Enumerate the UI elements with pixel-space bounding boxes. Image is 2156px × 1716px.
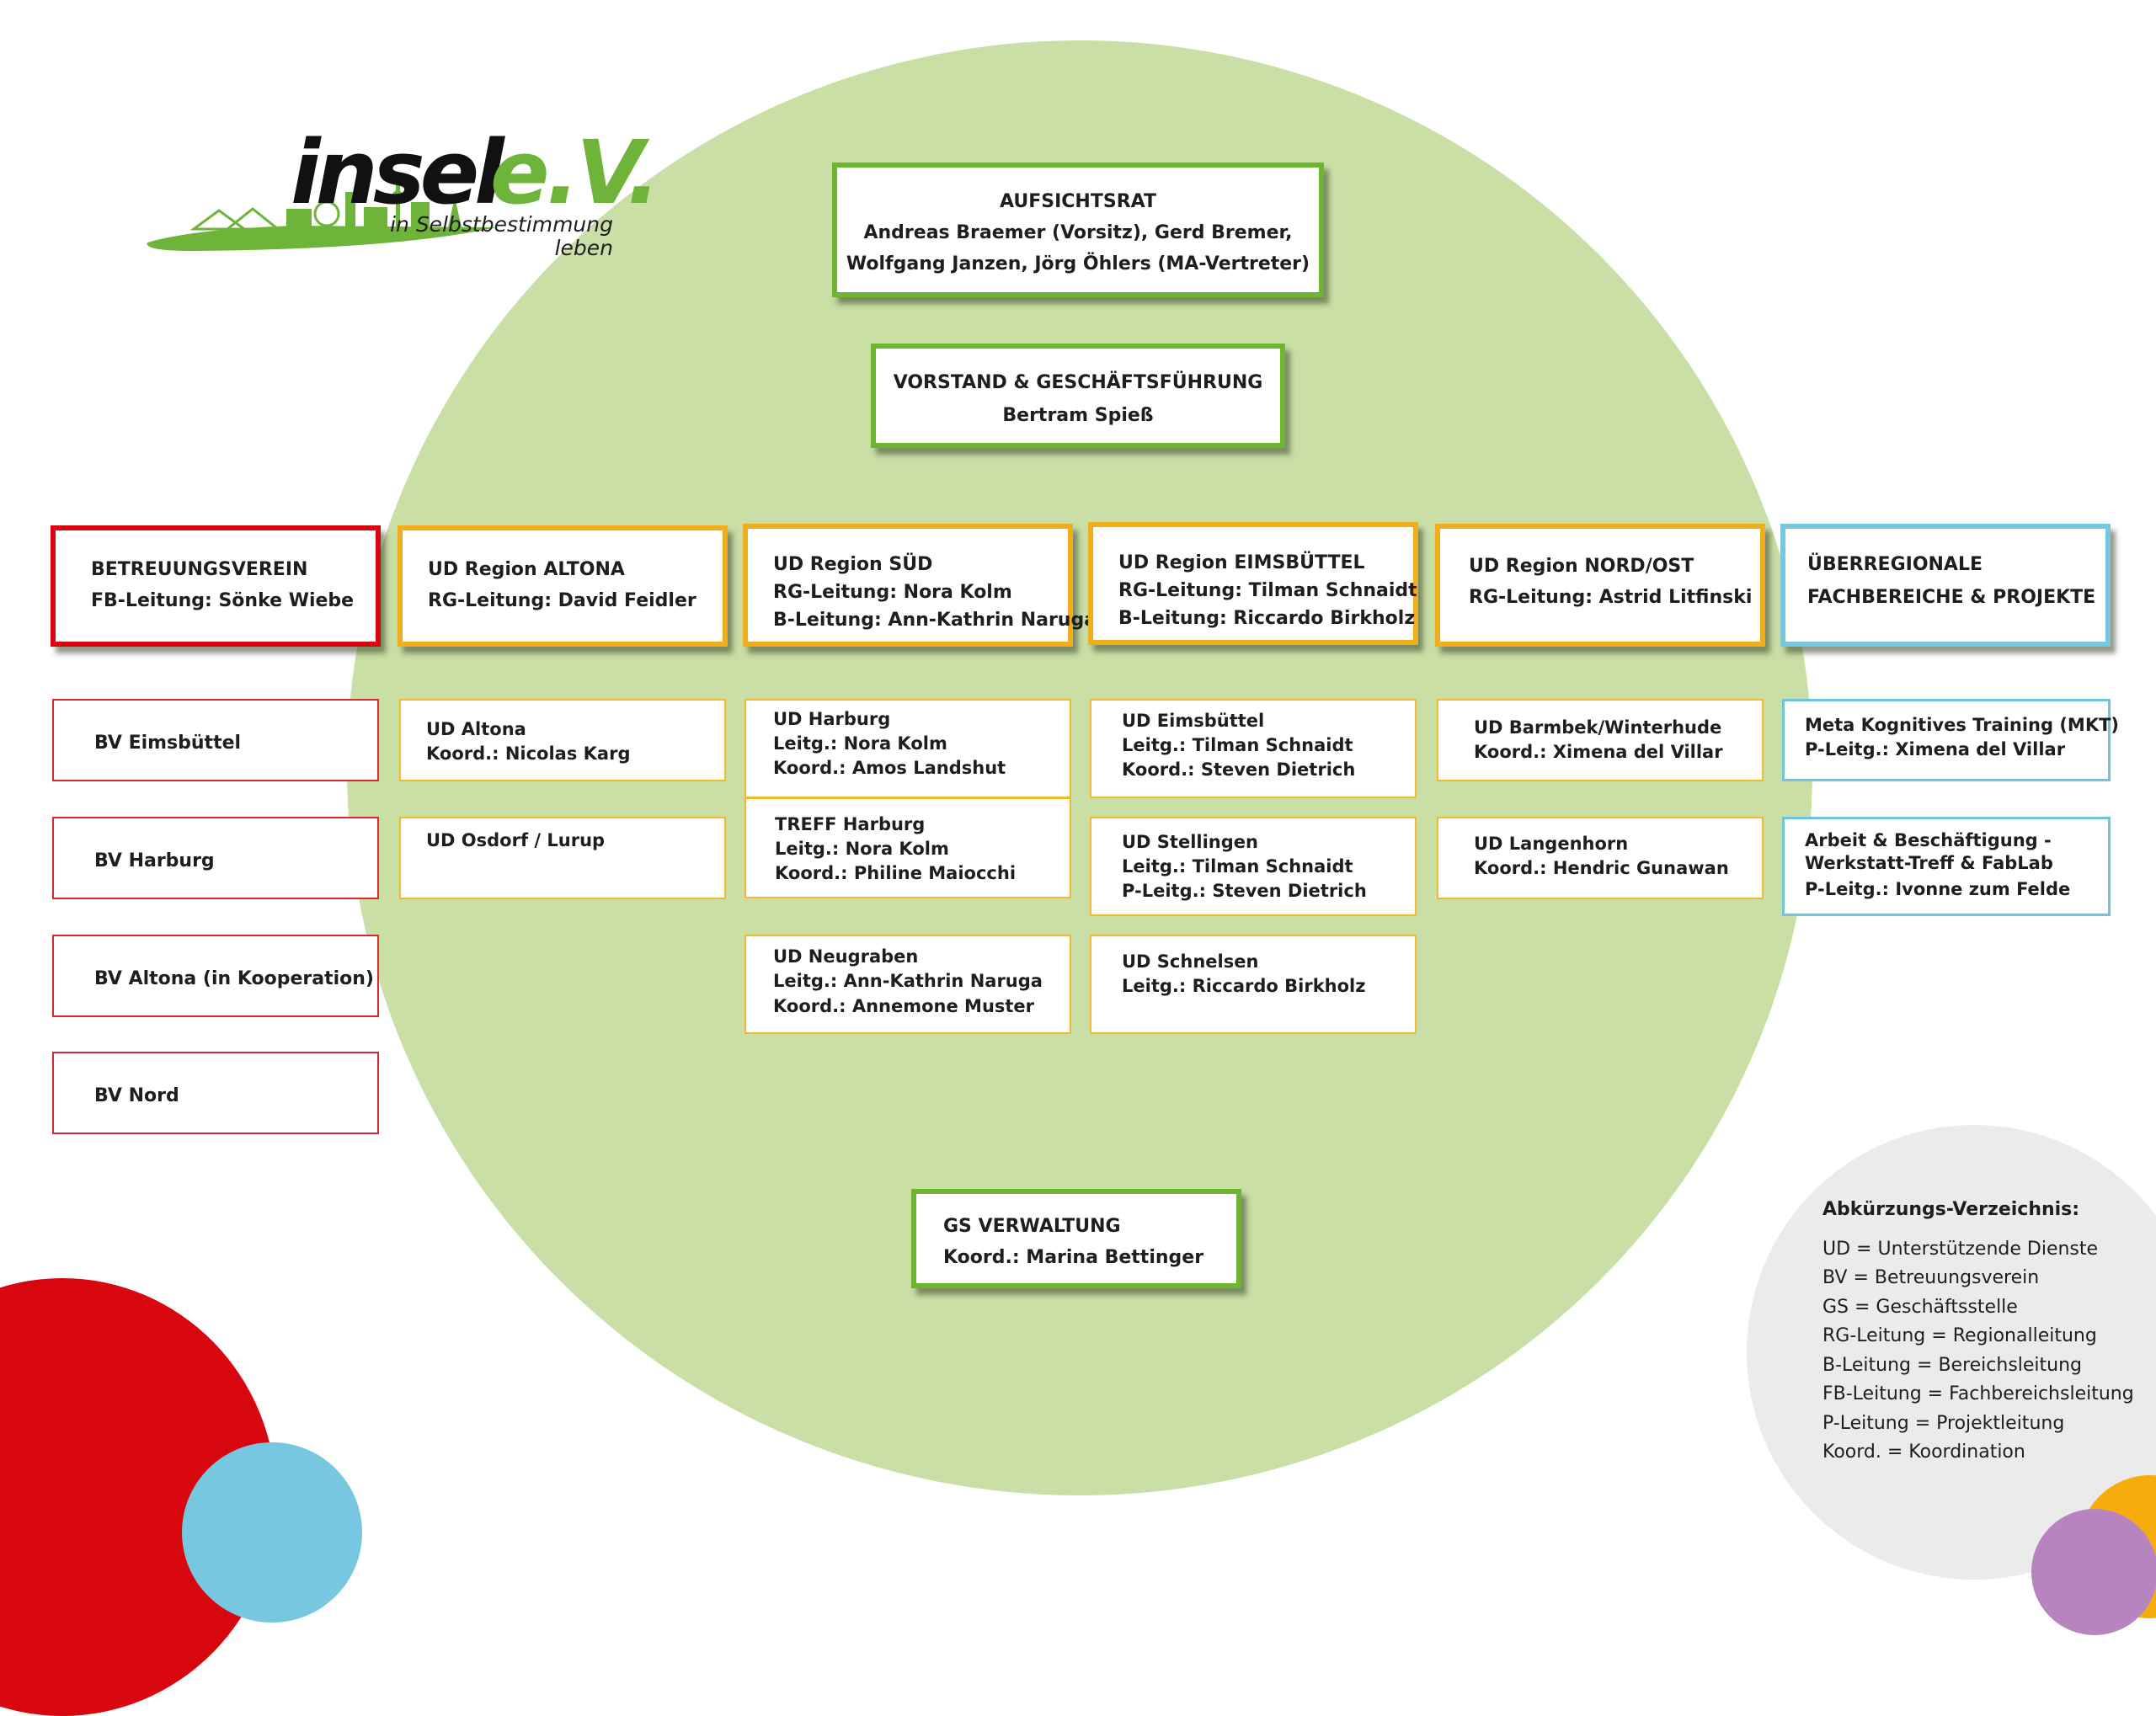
abbreviation-legend: Abkürzungs-Verzeichnis: UD = Unterstütze…: [1822, 1196, 2134, 1468]
column-header-nord-ost: UD Region NORD/OST RG-Leitung: Astrid Li…: [1435, 524, 1765, 647]
unit-coord: Koord.: Philine Maiocchi: [775, 862, 1017, 883]
unit-ud-neugraben: UD Neugraben Leitg.: Ann-Kathrin Naruga …: [744, 935, 1071, 1034]
unit-ud-altona: UD Altona Koord.: Nicolas Karg: [399, 699, 726, 781]
unit-lead: P-Leitg.: Ivonne zum Felde: [1805, 878, 2071, 899]
unit-title: Meta Kognitives Training (MKT): [1805, 715, 2120, 735]
legend-entry: FB-Leitung = Fachbereichsleitung: [1822, 1383, 2134, 1404]
legend-entry: UD = Unterstützende Dienste: [1822, 1238, 2099, 1260]
decor-purple-circle: [2031, 1509, 2156, 1635]
legend-entry: RG-Leitung = Regionalleitung: [1822, 1325, 2097, 1346]
unit-coord: Koord.: Amos Landshut: [773, 757, 1006, 778]
unit-bv-nord: BV Nord: [52, 1052, 379, 1134]
gs-coord: Koord.: Marina Bettinger: [943, 1247, 1204, 1268]
unit-ud-osdorf-lurup: UD Osdorf / Lurup: [399, 817, 726, 899]
vorstand-box: VORSTAND & GESCHÄFTSFÜHRUNG Bertram Spie…: [871, 344, 1285, 448]
unit-title: BV Harburg: [94, 850, 215, 871]
unit-title: UD Barmbek/Winterhude: [1474, 717, 1722, 738]
unit-lead: Leitg.: Nora Kolm: [773, 733, 947, 754]
unit-title: BV Altona (in Kooperation): [94, 968, 374, 989]
gs-title: GS VERWALTUNG: [943, 1216, 1121, 1237]
header-lead: RG-Leitung: Tilman Schnaidt: [1118, 580, 1417, 601]
aufsichtsrat-members: Andreas Braemer (Vorsitz), Gerd Bremer,: [863, 222, 1293, 243]
legend-entry: B-Leitung = Bereichsleitung: [1822, 1354, 2083, 1376]
legend-title: Abkürzungs-Verzeichnis:: [1822, 1199, 2080, 1220]
header-title: BETREUUNGSVEREIN: [91, 559, 308, 580]
unit-title: UD Eimsbüttel: [1122, 711, 1265, 731]
unit-coord: Koord.: Steven Dietrich: [1122, 759, 1356, 780]
unit-title: UD Neugraben: [773, 946, 919, 967]
unit-title: UD Altona: [426, 719, 526, 739]
unit-title: UD Langenhorn: [1474, 834, 1629, 854]
column-header-ueberregional: ÜBERREGIONALE FACHBEREICHE & PROJEKTE: [1780, 524, 2111, 647]
unit-ud-schnelsen: UD Schnelsen Leitg.: Riccardo Birkholz: [1090, 935, 1417, 1034]
unit-coord: Koord.: Annemone Muster: [773, 995, 1035, 1016]
column-header-altona: UD Region ALTONA RG-Leitung: David Feidl…: [398, 525, 728, 647]
unit-bv-harburg: BV Harburg: [52, 817, 379, 899]
unit-bv-eimsbuettel: BV Eimsbüttel: [52, 699, 379, 781]
unit-lead: Leitg.: Riccardo Birkholz: [1122, 976, 1366, 997]
unit-lead: Leitg.: Tilman Schnaidt: [1122, 855, 1353, 877]
unit-lead: Leitg.: Ann-Kathrin Naruga: [773, 971, 1043, 992]
column-header-betreuungsverein: BETREUUNGSVEREIN FB-Leitung: Sönke Wiebe: [51, 525, 381, 647]
header-lead: RG-Leitung: David Feidler: [428, 590, 696, 611]
header-lead: RG-Leitung: Nora Kolm: [773, 582, 1012, 603]
legend-entry: P-Leitung = Projektleitung: [1822, 1412, 2065, 1434]
gs-verwaltung-box: GS VERWALTUNG Koord.: Marina Bettinger: [911, 1189, 1241, 1288]
aufsichtsrat-title: AUFSICHTSRAT: [1000, 191, 1156, 212]
header-lead: RG-Leitung: Astrid Litfinski: [1469, 587, 1753, 608]
header-lead-2: B-Leitung: Ann-Kathrin Naruga: [773, 610, 1097, 631]
unit-coord: Koord.: Hendric Gunawan: [1474, 858, 1729, 879]
unit-ud-harburg: UD Harburg Leitg.: Nora Kolm Koord.: Amo…: [744, 699, 1071, 798]
unit-coord: P-Leitg.: Steven Dietrich: [1122, 880, 1367, 901]
decor-blue-circle: [182, 1442, 362, 1623]
unit-mkt: Meta Kognitives Training (MKT) P-Leitg.:…: [1782, 699, 2120, 781]
unit-coord: Koord.: Ximena del Villar: [1474, 742, 1723, 763]
unit-title: TREFF Harburg: [775, 814, 926, 834]
unit-title: BV Eimsbüttel: [94, 733, 242, 754]
unit-treff-harburg: TREFF Harburg Leitg.: Nora Kolm Koord.: …: [744, 797, 1071, 898]
vorstand-title: VORSTAND & GESCHÄFTSFÜHRUNG: [893, 372, 1263, 393]
logo-suffix: e.V.: [490, 121, 660, 224]
unit-title: UD Osdorf / Lurup: [426, 830, 606, 850]
unit-ud-eimsbuettel: UD Eimsbüttel Leitg.: Tilman Schnaidt Ko…: [1090, 699, 1417, 798]
column-header-sued: UD Region SÜD RG-Leitung: Nora Kolm B-Le…: [743, 524, 1097, 647]
legend-entry: Koord. = Koordination: [1822, 1442, 2025, 1463]
unit-lead: Leitg.: Nora Kolm: [775, 838, 949, 859]
logo-tagline-2: leben: [554, 236, 613, 260]
unit-ud-langenhorn: UD Langenhorn Koord.: Hendric Gunawan: [1437, 817, 1764, 899]
logo-tagline: in Selbstbestimmung: [390, 212, 613, 237]
header-lead-2: B-Leitung: Riccardo Birkholz: [1118, 608, 1416, 629]
unit-title: BV Nord: [94, 1085, 179, 1106]
vorstand-name: Bertram Spieß: [1002, 405, 1154, 426]
column-header-eimsbuettel: UD Region EIMSBÜTTEL RG-Leitung: Tilman …: [1088, 522, 1418, 645]
header-lead: FACHBEREICHE & PROJEKTE: [1807, 587, 2096, 608]
header-title: UD Region SÜD: [773, 554, 933, 575]
unit-bv-altona: BV Altona (in Kooperation): [52, 935, 379, 1017]
unit-lead: Koord.: Nicolas Karg: [426, 743, 631, 765]
legend-entry: BV = Betreuungsverein: [1822, 1267, 2040, 1288]
skyline-icon: [147, 177, 497, 251]
aufsichtsrat-members-2: Wolfgang Janzen, Jörg Öhlers (MA-Vertret…: [846, 253, 1310, 274]
legend-entry: GS = Geschäftsstelle: [1822, 1296, 2018, 1318]
header-lead: FB-Leitung: Sönke Wiebe: [91, 590, 355, 611]
unit-title: UD Harburg: [773, 709, 891, 729]
header-title: UD Region ALTONA: [428, 559, 625, 580]
aufsichtsrat-box: AUFSICHTSRAT Andreas Braemer (Vorsitz), …: [832, 163, 1324, 297]
unit-ud-barmbek-winterhude: UD Barmbek/Winterhude Koord.: Ximena del…: [1437, 699, 1764, 781]
logo: insel e.V. in Selbstbestimmung leben: [143, 121, 660, 295]
legend-circle: [1747, 1125, 2156, 1580]
unit-lead: Leitg.: Tilman Schnaidt: [1122, 734, 1353, 755]
unit-arbeit-beschaeftigung: Arbeit & Beschäftigung - Werkstatt-Treff…: [1782, 817, 2111, 916]
logo-word: insel: [291, 121, 504, 224]
unit-ud-stellingen: UD Stellingen Leitg.: Tilman Schnaidt P-…: [1090, 817, 1417, 916]
header-title: UD Region NORD/OST: [1469, 556, 1694, 577]
unit-title: UD Schnelsen: [1122, 951, 1259, 972]
header-title: ÜBERREGIONALE: [1807, 554, 1983, 575]
header-title: UD Region EIMSBÜTTEL: [1118, 552, 1365, 573]
unit-title: UD Stellingen: [1122, 832, 1258, 852]
unit-subtitle: Werkstatt-Treff & FabLab: [1805, 852, 2053, 873]
unit-lead: P-Leitg.: Ximena del Villar: [1805, 739, 2066, 760]
unit-title: Arbeit & Beschäftigung -: [1805, 830, 2052, 850]
